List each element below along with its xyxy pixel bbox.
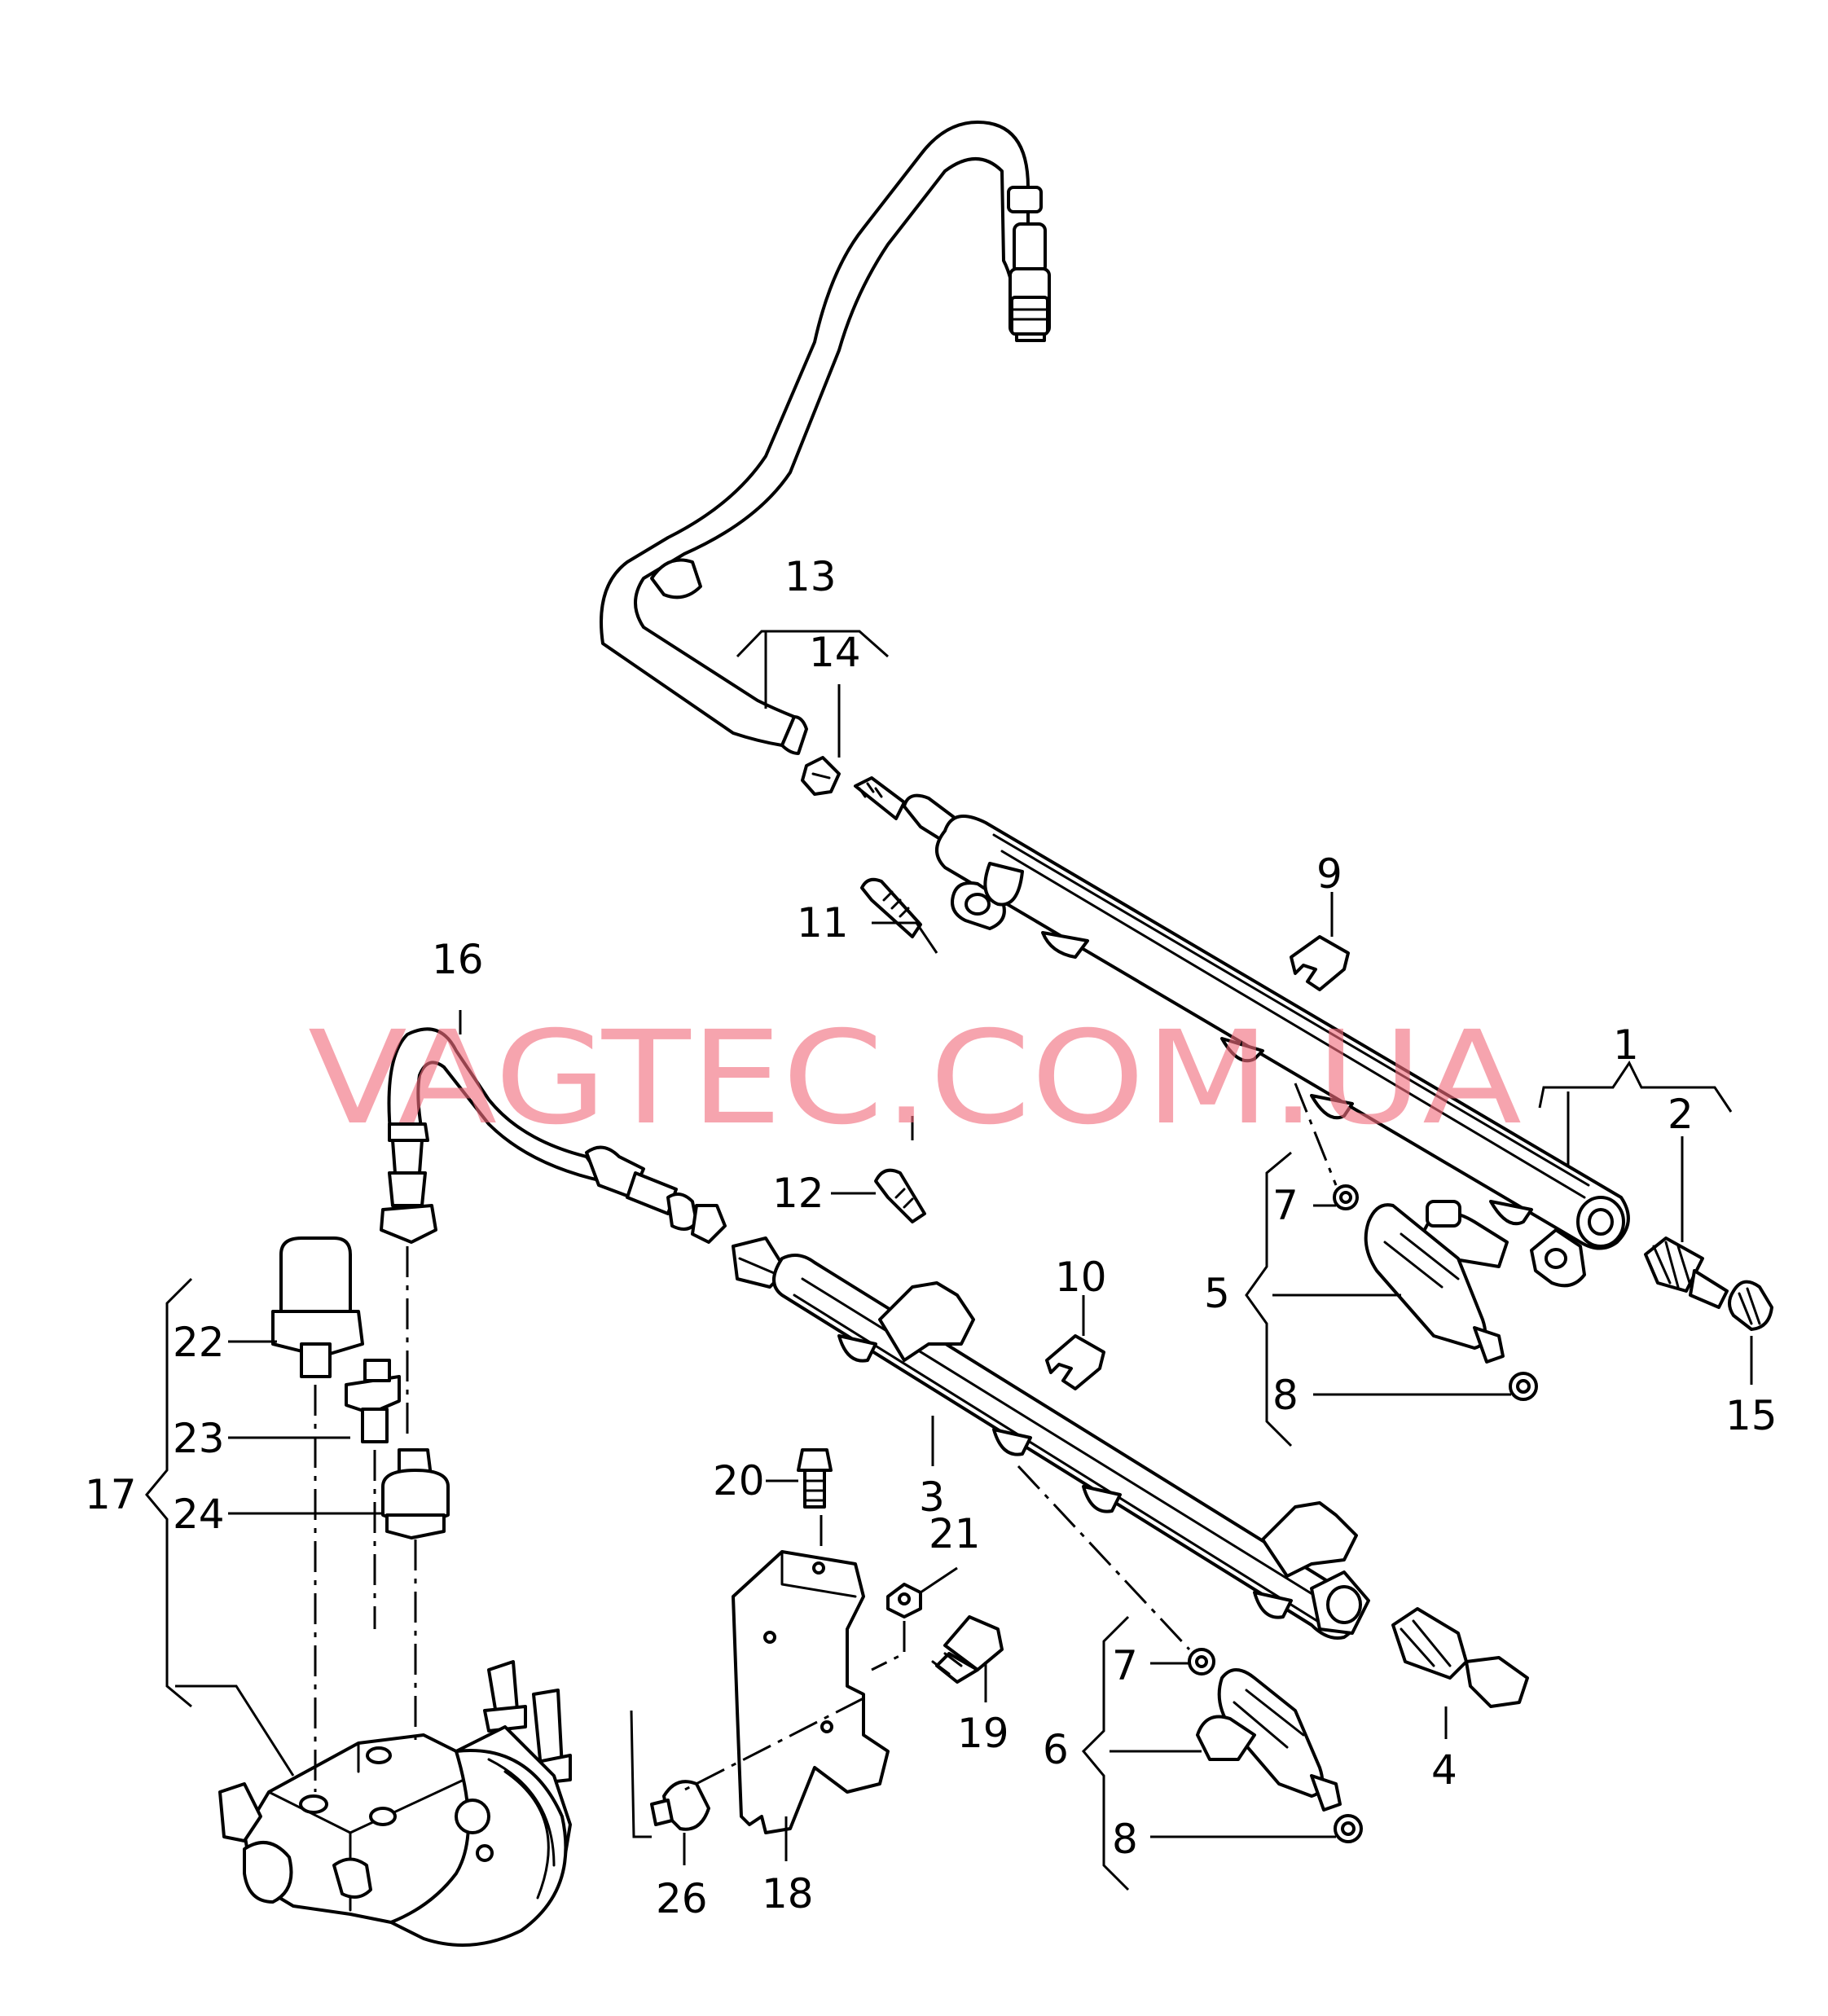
mounting-bracket[interactable]: [732, 1550, 890, 1834]
pressure-switch[interactable]: [271, 1236, 364, 1378]
o-ring-upper-bottom-inner: [1516, 1379, 1531, 1394]
callout-15: 15: [1725, 1392, 1777, 1439]
callout-4: 4: [1431, 1746, 1457, 1794]
upper-fuel-hose[interactable]: [600, 121, 1051, 755]
rubber-buffer[interactable]: [650, 1780, 710, 1831]
callout-11: 11: [797, 899, 849, 947]
callout-7a: 7: [1272, 1182, 1298, 1229]
callout-8a: 8: [1272, 1372, 1298, 1419]
bolt-12[interactable]: [874, 1168, 926, 1223]
watermark-text: VAGTEC.COM.UA: [308, 1004, 1522, 1153]
leader-lines: [145, 630, 1753, 1891]
callout-7b: 7: [1112, 1642, 1138, 1689]
high-pressure-fuel-line[interactable]: [380, 1027, 727, 1244]
callout-26: 26: [656, 1875, 708, 1922]
callout-8b: 8: [1112, 1816, 1138, 1863]
callout-3: 3: [919, 1474, 945, 1521]
callout-21: 21: [929, 1510, 981, 1557]
retaining-clip-lower[interactable]: [1045, 1334, 1105, 1390]
assembly-centerlines: [314, 1083, 1338, 1794]
callout-20: 20: [713, 1457, 765, 1504]
fuel-injector-lower[interactable]: [1196, 1668, 1342, 1812]
callout-2: 2: [1668, 1091, 1694, 1138]
fuel-rail-lower[interactable]: [732, 1236, 1370, 1640]
callout-19: 19: [957, 1710, 1009, 1757]
callout-13: 13: [784, 553, 837, 600]
callout-22: 22: [173, 1319, 225, 1366]
callout-10: 10: [1055, 1254, 1107, 1301]
callout-12: 12: [772, 1170, 824, 1217]
fuel-rail-upper[interactable]: [854, 776, 1630, 1288]
callout-labels: 1 2 3 4 5 6 7 7 8 8 9 10 11 12 13 14 15 …: [85, 553, 1777, 1922]
callout-17: 17: [85, 1471, 137, 1518]
callout-23: 23: [173, 1415, 225, 1462]
callout-18: 18: [762, 1870, 814, 1917]
callout-5: 5: [1204, 1270, 1230, 1317]
o-ring-lower-top-inner: [1195, 1655, 1208, 1668]
fuel-injector-upper[interactable]: [1364, 1200, 1509, 1364]
hex-nut-21[interactable]: [886, 1583, 922, 1619]
union-fitting[interactable]: [345, 1359, 401, 1443]
o-ring-lower-bottom-inner: [1341, 1821, 1356, 1836]
bolt-20[interactable]: [797, 1448, 833, 1509]
callout-1: 1: [1613, 1021, 1639, 1069]
o-ring-upper-top-inner: [1339, 1191, 1352, 1204]
protective-cap[interactable]: [1728, 1280, 1773, 1331]
callout-16: 16: [432, 936, 484, 983]
pressure-sensor-upper[interactable]: [1644, 1236, 1729, 1309]
retaining-clip-upper[interactable]: [1290, 935, 1350, 991]
high-pressure-pump[interactable]: [218, 1660, 572, 1947]
hose-clamp[interactable]: [801, 756, 841, 796]
callout-9: 9: [1316, 850, 1342, 898]
callout-14: 14: [809, 629, 861, 676]
callout-24: 24: [173, 1491, 225, 1538]
adapter-fitting[interactable]: [381, 1448, 450, 1539]
pressure-sensor-lower[interactable]: [1391, 1607, 1529, 1708]
callout-6: 6: [1043, 1726, 1069, 1773]
bolt-19[interactable]: [931, 1615, 1004, 1684]
bolt-11[interactable]: [860, 877, 922, 938]
